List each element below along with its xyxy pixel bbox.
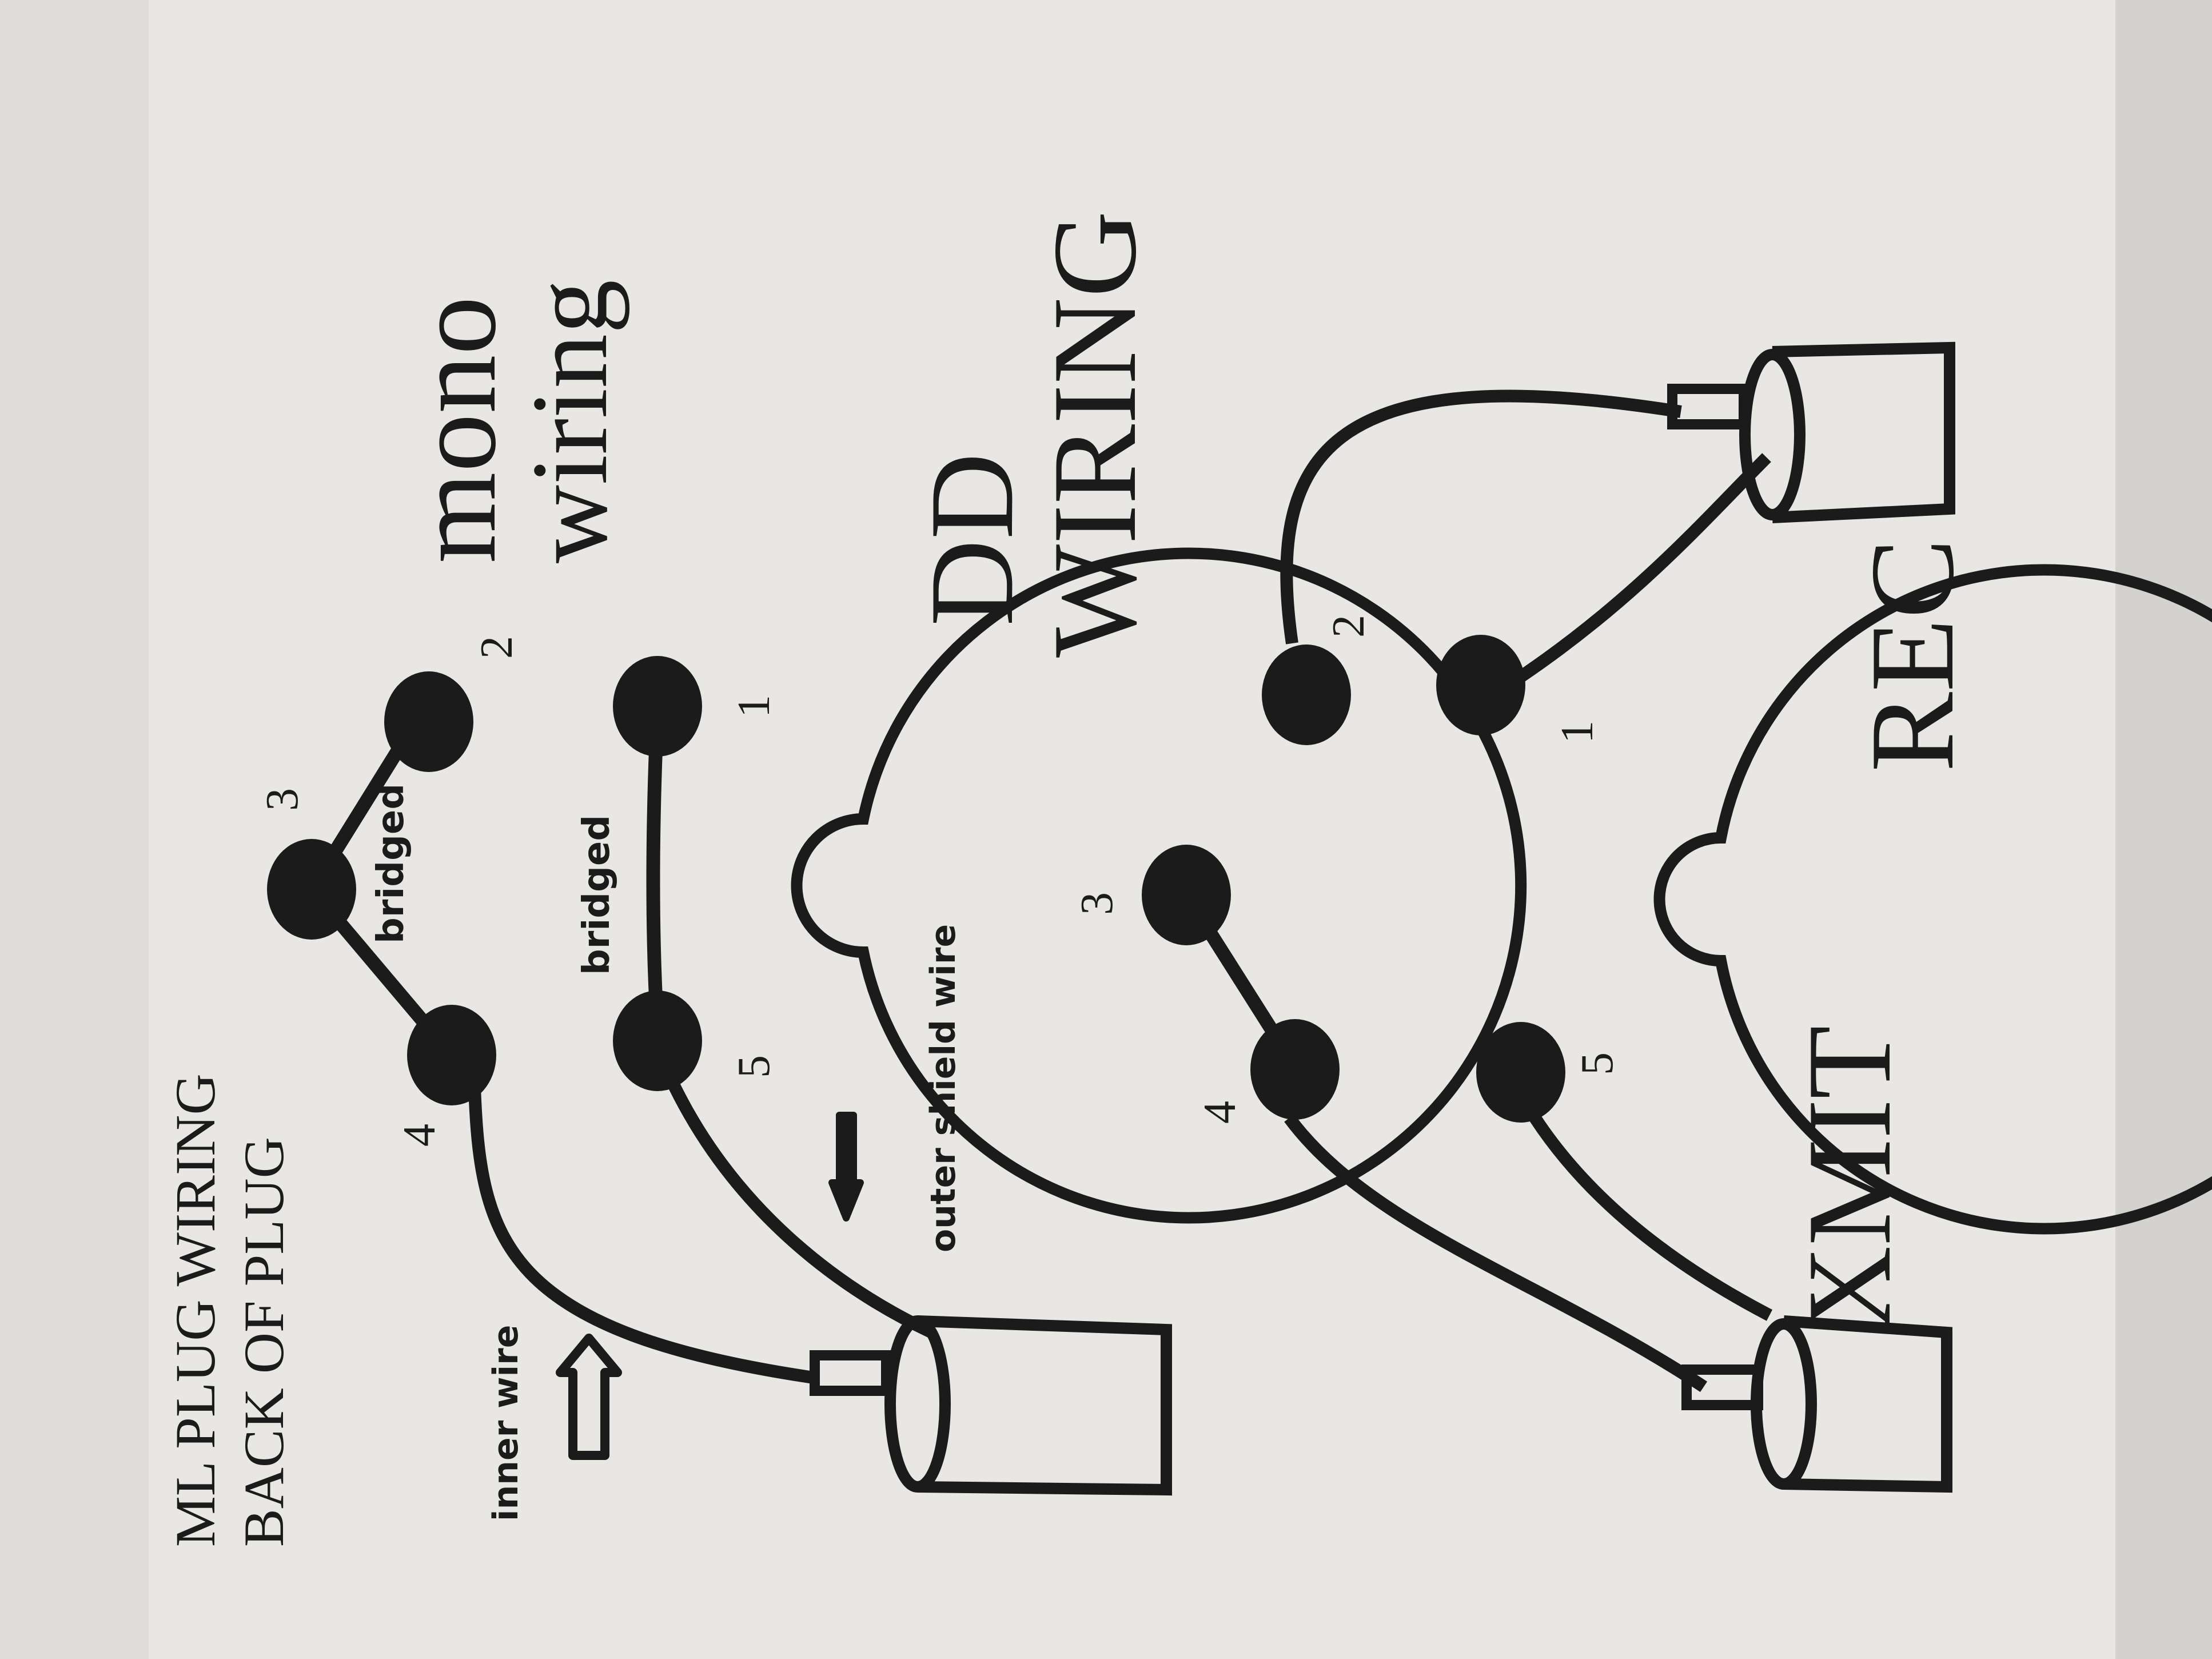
rec-jack-body [1772,341,1955,523]
paper-shadow [2115,0,2212,1659]
outer-shield-arrow-icon [828,1112,864,1222]
dd-connector-outline [1653,564,2212,1235]
ml-jack-tip [810,1350,891,1396]
rec-label: REC [1846,539,1979,772]
ml-plug-diagram: ML PLUG WIRING BACK OF PLUG mono wiring … [164,280,1527,1547]
xmit-label: XMIT [1783,1025,1916,1332]
ml-pin-label-1: 1 [729,695,779,718]
ml-pin-3 [267,839,356,940]
dd-pin-label-5: 5 [1572,1052,1623,1075]
ml-pin-5 [613,990,702,1091]
dd-pin-1 [1436,635,1525,735]
dd-pin-5 [1476,1022,1565,1123]
ml-title-line2: BACK OF PLUG [232,1137,296,1547]
ml-bridge-label-b: bridged [576,815,618,975]
ml-pin-label-5: 5 [729,1055,779,1078]
dd-title-line1: DD [906,453,1038,626]
inner-wire-label: inner wire [486,1325,526,1521]
xmit-jack-body [1783,1315,1952,1493]
dd-pin-label-3: 3 [1072,892,1122,915]
dd-pin-label-2: 2 [1324,615,1374,638]
dd-plug-diagram: DD WIRING 1 2 3 4 5 XMIT REC [906,211,2212,1493]
dd-rec-wire-pin2 [1280,389,1682,644]
ml-connector-outline [791,547,1527,1224]
ml-outer-shield-wire [666,1078,935,1338]
dd-xmit-wire-pin5 [1529,1114,1773,1321]
ml-pin-1 [613,656,702,757]
ml-mode-line2: wiring [510,280,630,563]
dd-pin-label-4: 4 [1195,1101,1245,1124]
inner-wire-arrow-icon [556,1334,622,1460]
outer-shield-wire-label: outer shield wire [923,924,963,1252]
ml-pin-label-3: 3 [257,788,308,811]
dd-pin-label-1: 1 [1552,721,1603,743]
ml-bridge-label-a: bridged [370,783,412,944]
ml-pin-2 [384,671,473,772]
ml-mode-line1: mono [390,296,520,563]
ml-pin-4 [407,1005,496,1105]
paper-shade [0,0,149,1659]
dd-pin-2 [1262,644,1351,745]
dd-title-line2: WIRING [1029,211,1161,658]
ml-pin-label-2: 2 [472,636,522,659]
ml-inner-wire [468,1086,819,1385]
ml-bridge-1-5 [646,709,664,1030]
ml-title-line1: ML PLUG WIRING [164,1073,227,1547]
ml-pin-label-4: 4 [394,1124,445,1147]
dd-pin-3 [1142,845,1231,945]
ml-jack-body [917,1315,1172,1496]
dd-pin-4 [1250,1019,1340,1120]
dd-xmit-wire-pin4 [1284,1114,1708,1393]
dd-rec-wire-pin1 [1511,453,1771,686]
